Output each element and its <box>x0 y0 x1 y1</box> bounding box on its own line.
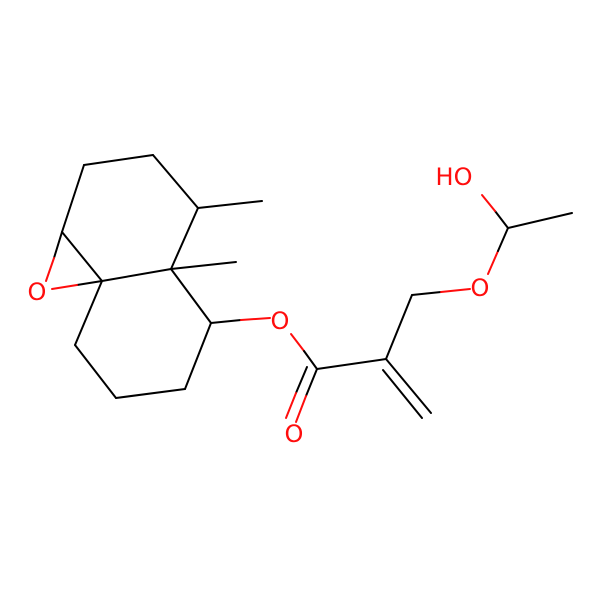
epoxide-oxygen-label: O <box>28 278 47 306</box>
bond <box>290 333 305 352</box>
bond <box>385 358 432 414</box>
bond <box>285 392 297 419</box>
bond <box>51 284 78 290</box>
heteroatom-bonds <box>45 194 509 423</box>
bond <box>74 344 117 399</box>
bond <box>497 227 509 252</box>
bond <box>45 257 55 282</box>
atom-labels: O O O O HO <box>28 163 490 448</box>
bond <box>74 280 103 346</box>
bond <box>295 366 308 394</box>
bond <box>61 231 103 282</box>
bond <box>170 268 212 324</box>
bond <box>240 317 271 321</box>
bond <box>170 207 199 270</box>
bond <box>184 322 212 390</box>
bond <box>494 210 509 229</box>
bond <box>152 154 199 209</box>
bond <box>61 164 85 233</box>
ester-oxygen-label: O <box>271 307 290 335</box>
bond <box>197 200 263 209</box>
bond <box>76 280 103 286</box>
bond <box>481 194 496 212</box>
bond <box>385 294 413 360</box>
bond <box>83 154 154 166</box>
bond <box>316 358 387 370</box>
bond <box>382 369 423 419</box>
bond <box>295 395 307 423</box>
bond <box>440 288 471 293</box>
bond <box>170 261 237 270</box>
hydroxyl-label: HO <box>436 163 473 191</box>
carbonyl-oxygen-label: O <box>285 420 304 448</box>
bond <box>411 291 442 296</box>
bond <box>305 368 318 397</box>
bond <box>101 268 172 282</box>
bond <box>303 350 318 370</box>
bond <box>115 388 186 399</box>
ether-oxygen-label: O <box>471 274 490 302</box>
bond <box>53 231 63 259</box>
carbon-bonds <box>61 154 573 419</box>
bond <box>487 250 499 275</box>
bond <box>507 212 573 229</box>
bond <box>210 319 242 324</box>
